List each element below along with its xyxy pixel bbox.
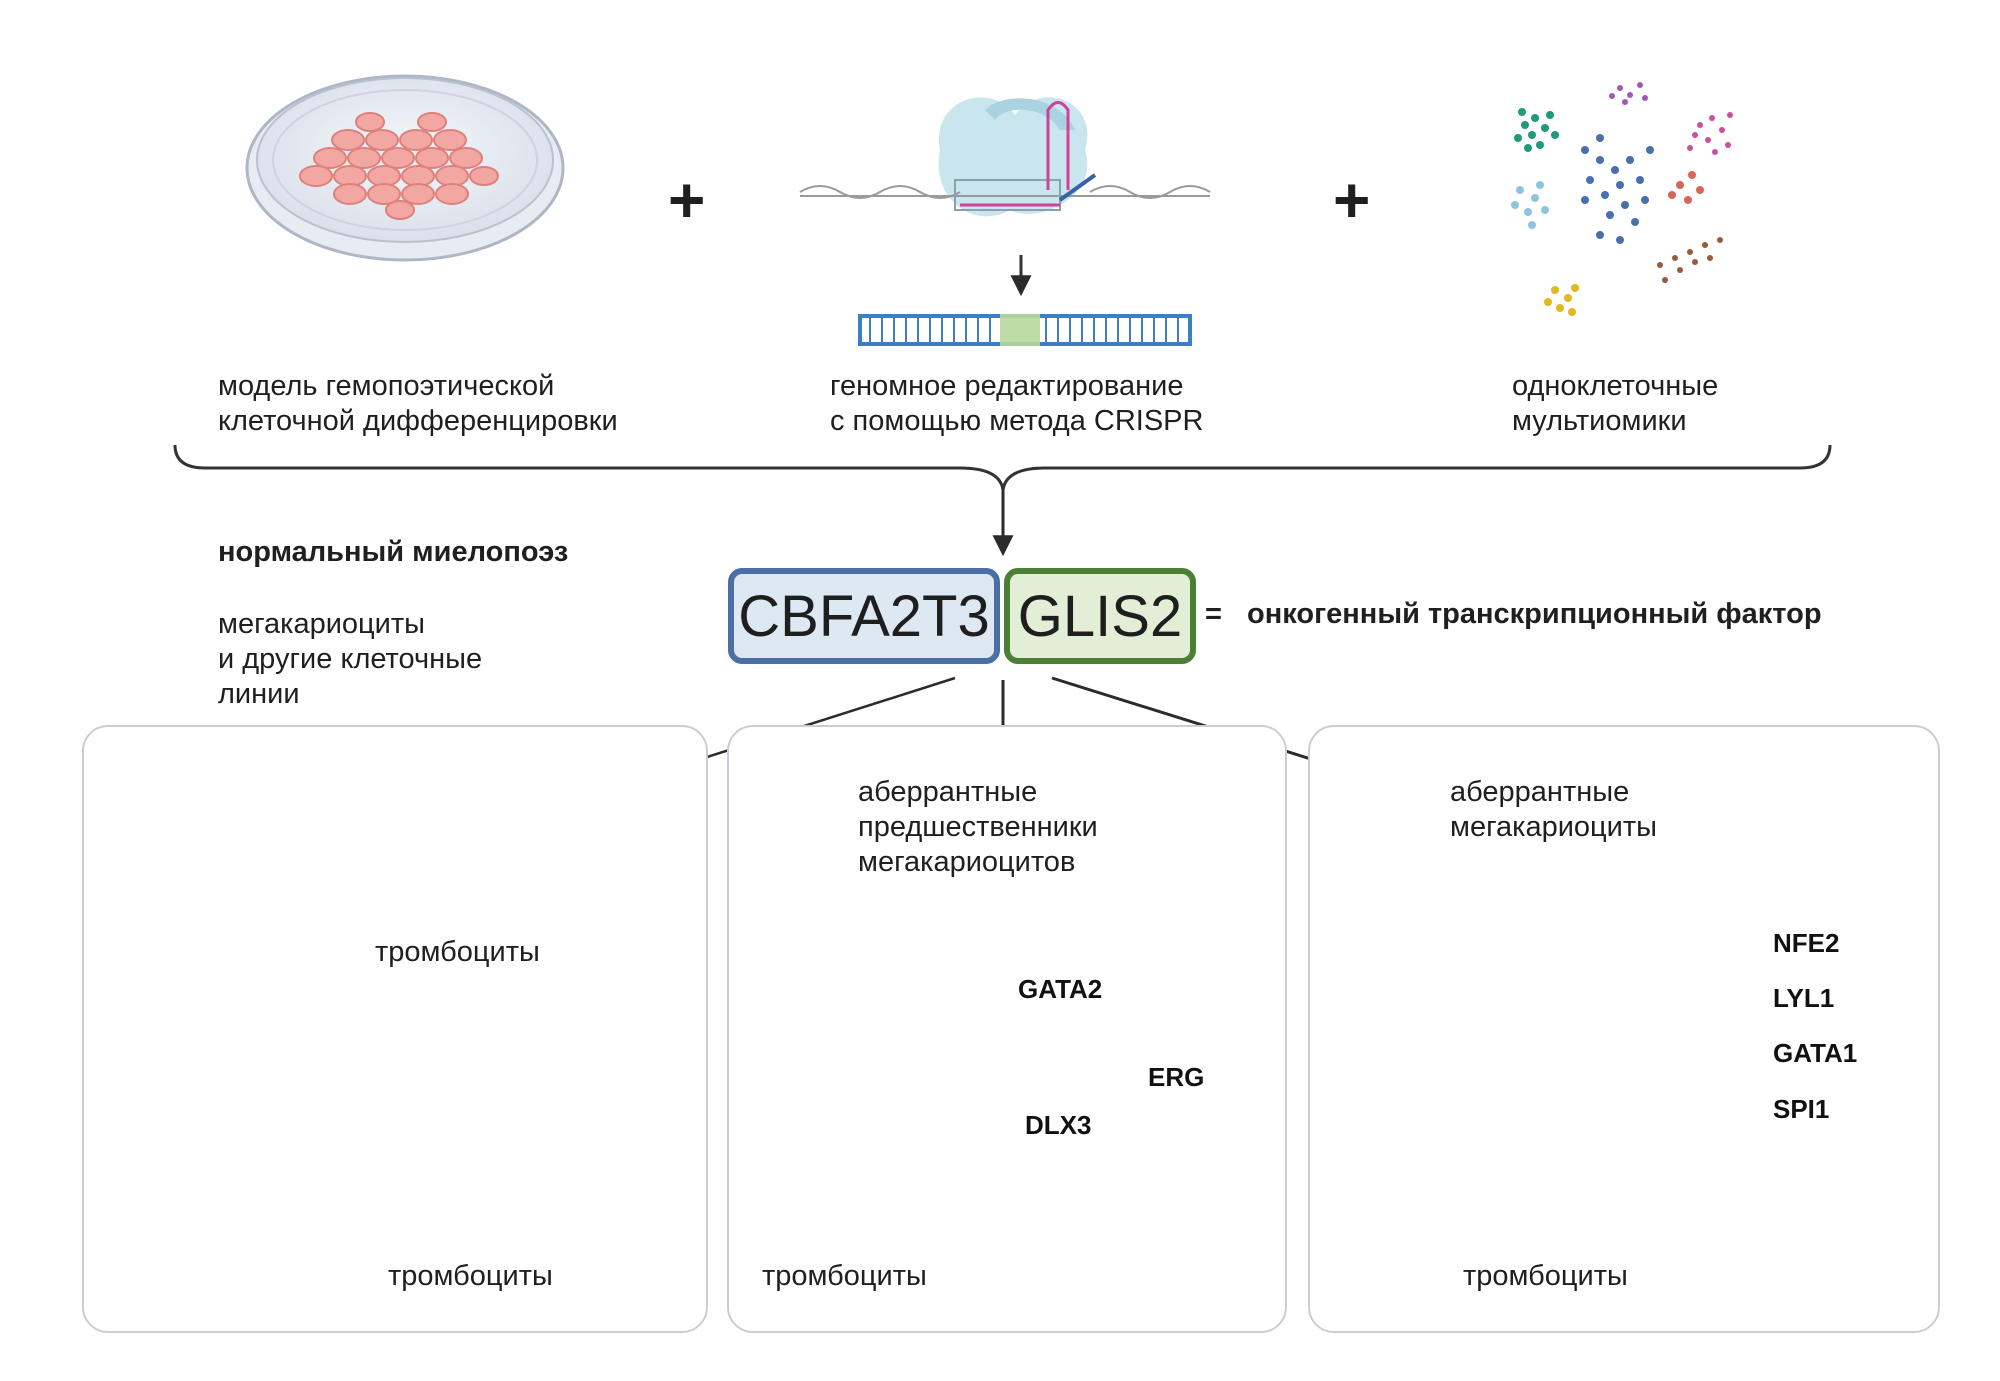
crispr-label-line2: с помощью метода CRISPR bbox=[830, 405, 1204, 437]
multiomics-label-line1: одноклеточные bbox=[1512, 370, 1719, 402]
crispr-cas9-icon bbox=[799, 97, 1211, 346]
left-label-line2: и другие клеточные bbox=[218, 643, 483, 675]
gene-lyl1: LYL1 bbox=[1773, 983, 1835, 1013]
aberrant-megakaryocytes-line1: аберрантные bbox=[1450, 776, 1630, 808]
single-cell-clusters-icon bbox=[1511, 82, 1733, 316]
panel-aberrant-megakaryocytes bbox=[1308, 725, 1940, 1333]
fusion-left-gene: CBFA2T3 bbox=[728, 568, 1000, 664]
gene-erg: ERG bbox=[1148, 1062, 1205, 1092]
multiomics-label-line2: мультиомики bbox=[1512, 405, 1687, 437]
gene-nfe2: NFE2 bbox=[1773, 928, 1840, 958]
merge-brace bbox=[173, 444, 1832, 491]
panel-aberrant-precursors bbox=[727, 725, 1287, 1333]
normal-myelopoiesis-heading: нормальный миелопоэз bbox=[218, 536, 569, 568]
plus-sign: + bbox=[1333, 164, 1371, 236]
panel-normal-myelopoiesis bbox=[82, 725, 708, 1333]
petri-dish-icon bbox=[245, 74, 565, 262]
gene-dlx3: DLX3 bbox=[1025, 1110, 1092, 1140]
equals-sign: = bbox=[1205, 598, 1222, 630]
plus-sign: + bbox=[668, 164, 706, 236]
aberrant-precursors-line1: аберрантные bbox=[858, 776, 1038, 808]
platelets-label: тромбоциты bbox=[762, 1260, 927, 1292]
gene-gata2: GATA2 bbox=[1018, 974, 1103, 1004]
gene-gata1: GATA1 bbox=[1773, 1038, 1858, 1068]
platelets-label: тромбоциты bbox=[1463, 1260, 1628, 1292]
left-label-line3: линии bbox=[218, 678, 300, 710]
platelets-label: тромбоциты bbox=[388, 1260, 553, 1292]
aberrant-precursors-line2: предшественники bbox=[858, 811, 1098, 843]
model-label-line2: клеточной дифференцировки bbox=[218, 405, 618, 437]
gene-spi1: SPI1 bbox=[1773, 1094, 1830, 1124]
fusion-right-gene: GLIS2 bbox=[1004, 568, 1196, 664]
left-label-line1: мегакариоциты bbox=[218, 608, 425, 640]
model-label-line1: модель гемопоэтической bbox=[218, 370, 555, 402]
aberrant-megakaryocytes-line2: мегакариоциты bbox=[1450, 811, 1657, 843]
platelets-mid-label: тромбоциты bbox=[375, 936, 540, 968]
crispr-label-line1: геномное редактирование bbox=[830, 370, 1184, 402]
fusion-description: онкогенный транскрипционный фактор bbox=[1247, 598, 1822, 630]
aberrant-precursors-line3: мегакариоцитов bbox=[858, 846, 1076, 878]
